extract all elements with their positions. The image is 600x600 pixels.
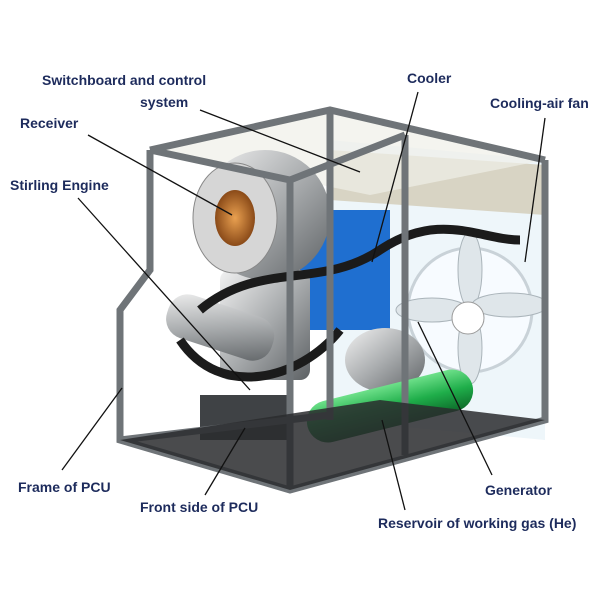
label-cooling-air-fan: Cooling-air fan (490, 95, 589, 111)
label-receiver: Receiver (20, 115, 79, 131)
label-stirling-engine: Stirling Engine (10, 177, 109, 193)
label-switchboard: Switchboard and control (42, 72, 207, 88)
leader-lines (61, 91, 546, 511)
label-switchboard-line2: system (140, 94, 189, 110)
label-reservoir: Reservoir of working gas (He) (378, 515, 577, 531)
label-front-side: Front side of PCU (140, 499, 259, 515)
label-generator: Generator (485, 482, 552, 498)
label-frame: Frame of PCU (18, 479, 111, 495)
cooling-air-fan (395, 231, 549, 385)
receiver (192, 150, 330, 280)
label-cooler: Cooler (407, 70, 452, 86)
